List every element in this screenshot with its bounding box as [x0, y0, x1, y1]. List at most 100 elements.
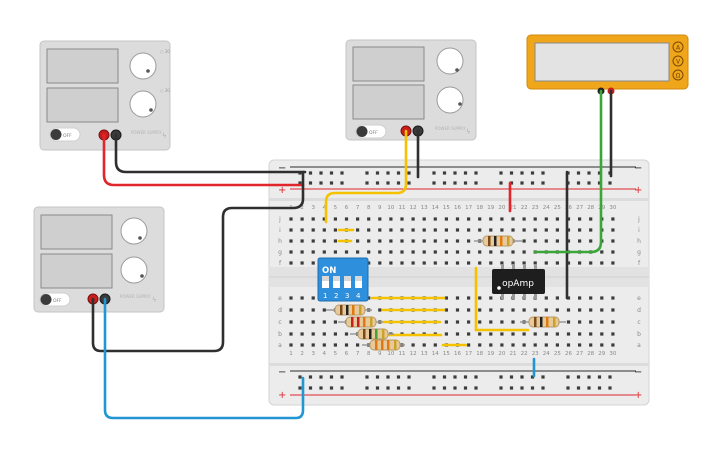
breadboard-hole[interactable]	[365, 375, 369, 379]
breadboard-hole[interactable]	[433, 250, 437, 254]
breadboard-hole[interactable]	[589, 239, 593, 243]
breadboard-hole[interactable]	[589, 343, 593, 347]
breadboard-hole[interactable]	[489, 296, 493, 300]
breadboard-hole[interactable]	[489, 250, 493, 254]
breadboard-hole[interactable]	[566, 217, 571, 221]
breadboard-hole[interactable]	[611, 343, 615, 347]
breadboard-hole[interactable]	[509, 171, 514, 175]
breadboard-hole[interactable]	[576, 386, 581, 390]
breadboard-hole[interactable]	[533, 228, 537, 232]
breadboard-hole[interactable]	[411, 261, 415, 265]
breadboard-hole[interactable]	[333, 239, 337, 243]
breadboard-hole[interactable]	[541, 375, 545, 379]
resistors[interactable]	[326, 235, 566, 351]
resistor[interactable]	[338, 316, 383, 328]
breadboard-hole[interactable]	[511, 332, 515, 336]
breadboard-hole[interactable]	[463, 386, 468, 390]
breadboard-hole[interactable]	[608, 181, 612, 185]
mode-ohmmeter-button[interactable]	[672, 69, 684, 81]
breadboard-hole[interactable]	[499, 375, 503, 379]
power-switch-knob[interactable]	[50, 129, 62, 140]
breadboard-hole[interactable]	[344, 332, 349, 336]
breadboard-hole[interactable]	[467, 332, 471, 336]
breadboard-hole[interactable]	[587, 375, 591, 379]
breadboard-hole[interactable]	[329, 181, 334, 185]
breadboard-hole[interactable]	[389, 239, 393, 243]
breadboard-hole[interactable]	[289, 343, 293, 347]
mode-ammeter-button[interactable]	[672, 41, 684, 53]
breadboard-hole[interactable]	[566, 296, 571, 300]
power-supply-1[interactable]: ○ 30 ○ 30 OFF POWER SUPPLY ϟ	[39, 40, 171, 151]
breadboard-hole[interactable]	[396, 375, 401, 379]
breadboard-hole[interactable]	[587, 171, 591, 175]
breadboard-hole[interactable]	[600, 296, 604, 300]
breadboard-hole[interactable]	[308, 375, 313, 379]
breadboard-hole[interactable]	[389, 261, 393, 265]
breadboard-hole[interactable]	[333, 228, 337, 232]
breadboard-hole[interactable]	[600, 332, 604, 336]
breadboard-hole[interactable]	[455, 239, 460, 243]
breadboard-hole[interactable]	[587, 181, 591, 185]
breadboard-hole[interactable]	[576, 181, 581, 185]
breadboard-hole[interactable]	[322, 228, 326, 232]
breadboard-hole[interactable]	[322, 217, 326, 221]
breadboard-hole[interactable]	[396, 181, 401, 185]
breadboard-hole[interactable]	[511, 320, 515, 324]
breadboard-hole[interactable]	[333, 343, 337, 347]
breadboard-hole[interactable]	[289, 239, 293, 243]
breadboard-hole[interactable]	[533, 332, 537, 336]
breadboard-hole[interactable]	[467, 250, 471, 254]
breadboard-hole[interactable]	[300, 332, 304, 336]
breadboard-hole[interactable]	[530, 171, 535, 175]
breadboard-hole[interactable]	[499, 181, 503, 185]
breadboard-hole[interactable]	[578, 261, 582, 265]
breadboard-hole[interactable]	[322, 308, 326, 312]
breadboard-hole[interactable]	[389, 250, 393, 254]
multimeter[interactable]: A V Ω	[526, 34, 689, 95]
breadboard-hole[interactable]	[555, 228, 559, 232]
breadboard-hole[interactable]	[597, 386, 602, 390]
breadboard-hole[interactable]	[541, 171, 545, 175]
breadboard-hole[interactable]	[433, 343, 437, 347]
breadboard-hole[interactable]	[566, 261, 571, 265]
breadboard-hole[interactable]	[340, 386, 344, 390]
breadboard-hole[interactable]	[500, 320, 504, 324]
breadboard-hole[interactable]	[566, 320, 571, 324]
breadboard-hole[interactable]	[308, 181, 313, 185]
breadboard-hole[interactable]	[566, 332, 571, 336]
breadboard-hole[interactable]	[455, 320, 460, 324]
breadboard-hole[interactable]	[319, 386, 323, 390]
breadboard-hole[interactable]	[474, 181, 478, 185]
breadboard-hole[interactable]	[578, 228, 582, 232]
breadboard-hole[interactable]	[442, 375, 447, 379]
breadboard-hole[interactable]	[367, 261, 371, 265]
breadboard-hole[interactable]	[566, 228, 571, 232]
breadboard-hole[interactable]	[600, 250, 604, 254]
breadboard-hole[interactable]	[400, 228, 404, 232]
breadboard-hole[interactable]	[589, 332, 593, 336]
breadboard-hole[interactable]	[319, 375, 323, 379]
breadboard-hole[interactable]	[522, 332, 526, 336]
breadboard-hole[interactable]	[311, 332, 315, 336]
breadboard-hole[interactable]	[544, 217, 548, 221]
power-supply-2[interactable]: OFF POWER SUPPLY ϟ	[345, 39, 477, 141]
breadboard-hole[interactable]	[608, 386, 612, 390]
breadboard-hole[interactable]	[509, 375, 514, 379]
breadboard-hole[interactable]	[444, 296, 448, 300]
breadboard-hole[interactable]	[308, 386, 313, 390]
breadboard-hole[interactable]	[289, 250, 293, 254]
breadboard-hole[interactable]	[478, 296, 482, 300]
breadboard-hole[interactable]	[340, 171, 344, 175]
breadboard-hole[interactable]	[422, 217, 426, 221]
breadboard-hole[interactable]	[444, 320, 448, 324]
breadboard-hole[interactable]	[400, 261, 404, 265]
breadboard-hole[interactable]	[509, 181, 514, 185]
breadboard-hole[interactable]	[375, 171, 380, 175]
wire-black[interactable]	[91, 170, 305, 353]
breadboard-hole[interactable]	[578, 332, 582, 336]
breadboard-hole[interactable]	[597, 171, 602, 175]
breadboard-hole[interactable]	[522, 343, 526, 347]
breadboard-hole[interactable]	[300, 250, 304, 254]
breadboard-hole[interactable]	[555, 343, 559, 347]
voltage-knob[interactable]	[120, 217, 148, 245]
